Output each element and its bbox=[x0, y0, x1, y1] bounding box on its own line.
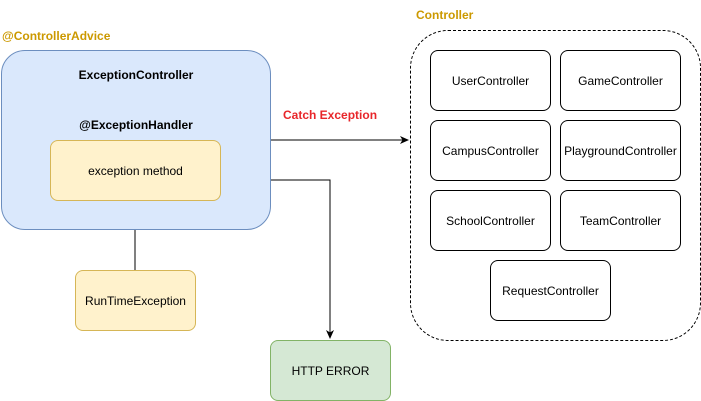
exception-method-box: exception method bbox=[50, 140, 221, 201]
http-error-box: HTTP ERROR bbox=[270, 340, 391, 401]
controller-advice-label: @ControllerAdvice bbox=[2, 29, 111, 43]
game-controller-box: GameController bbox=[560, 50, 681, 111]
user-controller-box: UserController bbox=[430, 50, 551, 111]
request-controller-box: RequestController bbox=[490, 260, 611, 321]
catch-exception-label: Catch Exception bbox=[283, 108, 378, 122]
runtime-exception-box: RunTimeException bbox=[75, 270, 196, 331]
exception-handler-label: @ExceptionHandler bbox=[79, 118, 193, 132]
campus-controller-box: CampusController bbox=[430, 120, 551, 181]
exception-controller-title: ExceptionController bbox=[78, 68, 194, 82]
controller-group-label: Controller bbox=[416, 8, 474, 22]
school-controller-box: SchoolController bbox=[430, 190, 551, 251]
playground-controller-box: PlaygroundController bbox=[560, 120, 681, 181]
team-controller-box: TeamController bbox=[560, 190, 681, 251]
